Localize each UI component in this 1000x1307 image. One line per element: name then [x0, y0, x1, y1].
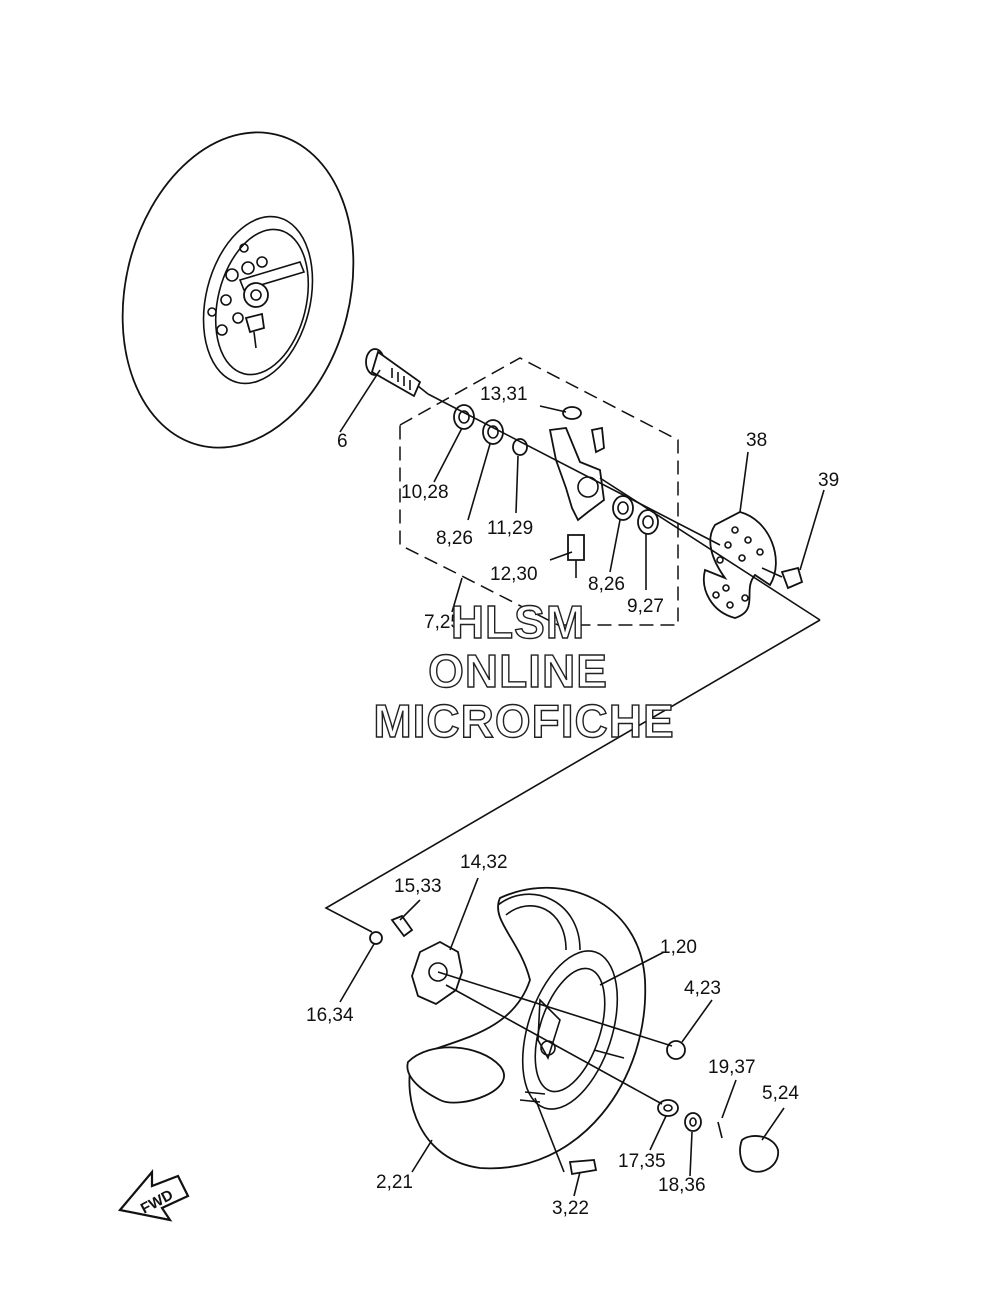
callout-38: 38 [746, 430, 767, 451]
watermark-line-2: ONLINE [428, 645, 608, 697]
steering-knuckle [548, 426, 605, 578]
callout-10-28: 10,28 [401, 482, 449, 503]
seals-bearings [453, 404, 659, 535]
callout-39: 39 [818, 470, 839, 491]
callout-12-30: 12,30 [490, 564, 538, 585]
callout-labels: 6 13,31 10,28 8,26 11,29 12,30 8,26 9,27… [306, 384, 839, 1219]
callout-9-27: 9,27 [627, 596, 664, 617]
axle-part [339, 348, 429, 433]
callout-16-34: 16,34 [306, 1005, 354, 1026]
upper-leader-lines [427, 393, 825, 621]
fwd-label: FWD [138, 1186, 176, 1217]
callout-18-36: 18,36 [658, 1175, 706, 1196]
lower-wheel-assembly [406, 886, 647, 1170]
callout-3-22: 3,22 [552, 1198, 589, 1219]
brake-disc [703, 511, 804, 619]
lower-leader-lines [339, 877, 785, 1197]
callout-7-25: 7,25 [424, 612, 461, 633]
assembly-connection-line [324, 619, 821, 933]
callout-6: 6 [337, 431, 348, 452]
callout-11-29: 11,29 [487, 518, 533, 539]
callout-1-20: 1,20 [660, 937, 697, 958]
callout-15-33: 15,33 [394, 876, 442, 897]
callout-19-37: 19,37 [708, 1057, 756, 1078]
callout-5-24: 5,24 [762, 1083, 799, 1104]
watermark-line-1: HLSM [451, 596, 585, 648]
callout-4-23: 4,23 [684, 978, 721, 999]
knuckle-kit-boundary [399, 357, 679, 626]
upper-wheel-assembly [121, 131, 355, 449]
forward-direction-arrow: FWD [117, 1168, 190, 1222]
callout-17-35: 17,35 [618, 1151, 666, 1172]
watermark-line-3: MICROFICHE [373, 695, 674, 747]
callout-8-26-right: 8,26 [588, 574, 625, 595]
callout-14-32: 14,32 [460, 852, 508, 873]
callout-2-21: 2,21 [376, 1172, 413, 1193]
watermark: HLSM ONLINE MICROFICHE [373, 595, 675, 747]
callout-13-31: 13,31 [480, 384, 528, 405]
callout-8-26-left: 8,26 [436, 528, 473, 549]
